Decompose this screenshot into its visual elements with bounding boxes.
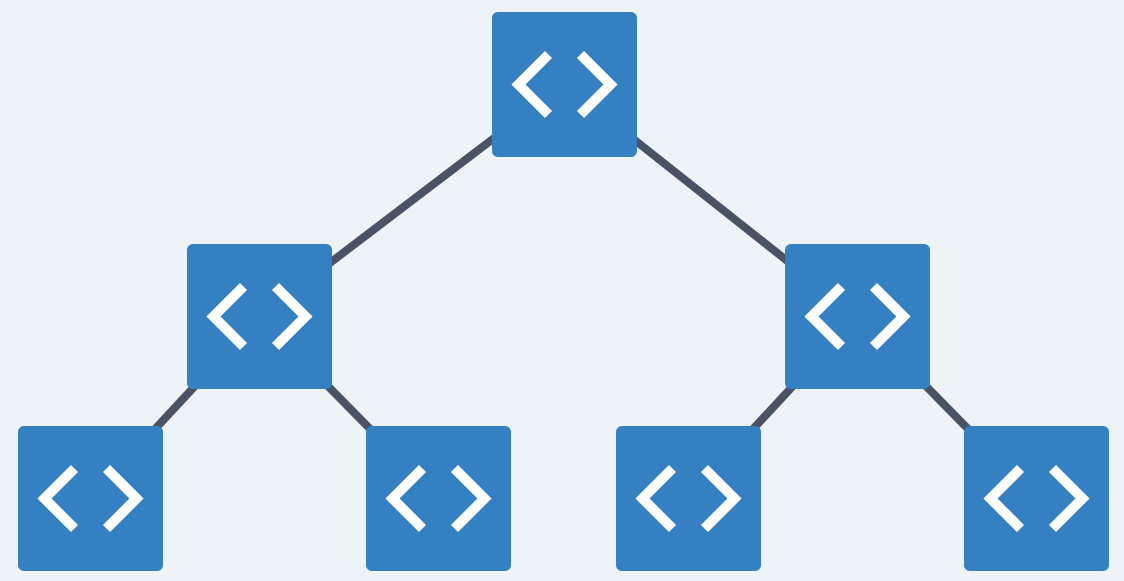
node-left-right-leaf <box>366 426 511 571</box>
chevron-left-icon <box>511 50 553 119</box>
code-brackets-icon <box>804 282 911 351</box>
chevron-left-icon <box>804 282 846 351</box>
chevron-right-icon <box>576 50 618 119</box>
node-right-right-leaf <box>964 426 1109 571</box>
chevron-left-icon <box>37 464 79 533</box>
node-box <box>187 244 332 389</box>
node-box <box>964 426 1109 571</box>
node-box <box>366 426 511 571</box>
chevron-left-icon <box>385 464 427 533</box>
code-brackets-icon <box>983 464 1090 533</box>
node-right-left-leaf <box>616 426 761 571</box>
chevron-left-icon <box>635 464 677 533</box>
node-box <box>18 426 163 571</box>
code-brackets-icon <box>37 464 144 533</box>
chevron-left-icon <box>206 282 248 351</box>
chevron-right-icon <box>271 282 313 351</box>
nodes-layer <box>18 12 1109 571</box>
node-box <box>616 426 761 571</box>
node-root <box>492 12 637 157</box>
code-brackets-icon <box>385 464 492 533</box>
code-brackets-icon <box>635 464 742 533</box>
code-brackets-icon <box>206 282 313 351</box>
chevron-right-icon <box>869 282 911 351</box>
chevron-right-icon <box>450 464 492 533</box>
chevron-left-icon <box>983 464 1025 533</box>
node-left-left-leaf <box>18 426 163 571</box>
chevron-right-icon <box>1048 464 1090 533</box>
code-brackets-icon <box>511 50 618 119</box>
chevron-right-icon <box>700 464 742 533</box>
node-box <box>785 244 930 389</box>
node-box <box>492 12 637 157</box>
chevron-right-icon <box>102 464 144 533</box>
node-right-child <box>785 244 930 389</box>
node-left-child <box>187 244 332 389</box>
